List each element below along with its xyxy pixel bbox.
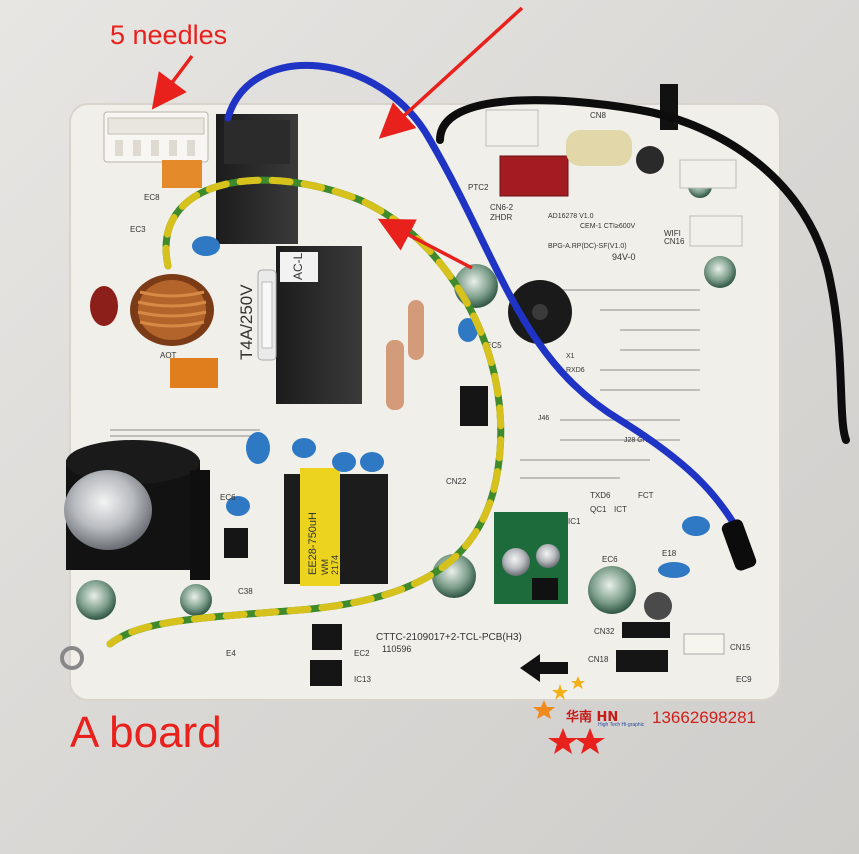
connector-label-zhdr: ZHDR <box>490 213 512 222</box>
label-ic1: IC1 <box>568 517 581 526</box>
connector-label-cn15: CN15 <box>730 643 751 652</box>
push-button <box>660 84 678 130</box>
ic1-module <box>494 512 568 604</box>
label-e15: EC9 <box>736 675 752 684</box>
rohs-line-1: AD16278 V1.0 <box>548 213 594 220</box>
connector-label-cn32: CN32 <box>594 627 615 636</box>
label-aot: FCT <box>638 491 654 500</box>
buzzer <box>508 280 572 344</box>
ring-terminal <box>60 646 84 670</box>
label-fct: ICT <box>614 505 627 514</box>
pcb-board <box>69 103 781 701</box>
blue-wire <box>224 61 748 544</box>
annotation-arrows <box>151 6 524 270</box>
capacitor <box>636 146 664 174</box>
wire-terminal <box>721 519 757 571</box>
label-j45: J46 <box>538 415 549 422</box>
label-c38: C38 <box>238 587 253 596</box>
label-ict: QC1 <box>590 505 607 514</box>
ac-l-relay: AC-L <box>276 246 362 404</box>
label-ec5: EC6 <box>220 493 236 502</box>
capacitor <box>588 566 636 614</box>
capacitor <box>644 592 672 620</box>
annotation-a-board: A board <box>70 708 222 757</box>
connector-label-cn6: CN6-2 <box>490 203 514 212</box>
white-connector <box>485 109 539 147</box>
watermark-brand: 华南 HN <box>566 710 619 725</box>
watermark-stars <box>533 676 605 754</box>
common-mode-inductor <box>90 274 214 346</box>
transformer: EE28-750uH WM 2174 <box>284 468 388 586</box>
label-l1: AOT <box>160 351 177 360</box>
relay-label: AC-L <box>291 252 305 280</box>
connector-label-ptc2: PTC2 <box>468 183 489 192</box>
label-x1: E18 <box>662 549 677 558</box>
ic-chip <box>310 660 342 686</box>
rohs-line-3: BPG-A.RP(DC)-SF(V1.0) <box>548 243 627 250</box>
label-rxd6: X1 <box>566 353 575 360</box>
fuse-rating: T4A/250V <box>237 284 256 360</box>
label-ec7: EC8 <box>144 193 160 202</box>
white-connector <box>679 159 737 189</box>
label-ic13: EC2 <box>354 649 370 658</box>
rohs-line-2: CEM-1 CTI≥600V <box>580 223 636 230</box>
label-ec4: EC5 <box>486 341 502 350</box>
connector-label-cn8: CN8 <box>590 111 607 120</box>
arrow-to-sensor <box>378 6 524 139</box>
capacitor <box>704 256 736 288</box>
connector-label-cn16: CN16 <box>664 237 685 246</box>
pcb-sub: 110596 <box>382 644 411 654</box>
watermark-phone: 13662698281 <box>652 708 757 727</box>
label-qc1: TXD6 <box>590 491 611 500</box>
transformer-label-2: WM <box>320 559 330 575</box>
arrow-to-connector <box>151 54 194 110</box>
ul-mark: 94V-0 <box>612 252 636 262</box>
orange-capacitor <box>162 160 202 188</box>
capacitor <box>180 584 212 616</box>
connector-label-cn22: CN22 <box>446 477 467 486</box>
green-yellow-wire <box>106 176 505 648</box>
connector-cn18 <box>616 650 668 672</box>
label-j28: J28 GND <box>624 437 653 444</box>
black-wire <box>436 96 850 444</box>
red-connector <box>499 155 569 197</box>
watermark-subtext: High Tech Hi-graphic <box>598 722 645 728</box>
capacitor <box>76 580 116 620</box>
label-ec2: EC3 <box>130 225 146 234</box>
blue-ceramic-capacitors <box>192 236 710 578</box>
connector-label-wifi: WIFI <box>664 229 681 238</box>
orange-capacitor <box>170 358 218 388</box>
transformer-label-3: 2174 <box>330 555 340 575</box>
arrow-to-ptc <box>377 218 473 270</box>
bulk-capacitor <box>64 440 210 580</box>
resistors <box>386 300 424 410</box>
label-ic12: IC13 <box>354 675 371 684</box>
watermark: 华南 HN High Tech Hi-graphic 13662698281 <box>540 672 800 752</box>
ic-chip <box>312 624 342 650</box>
beige-component <box>566 130 632 166</box>
connector-label-cn18: CN18 <box>588 655 609 664</box>
label-e4: EC6 <box>602 555 618 564</box>
silkscreen-text: CTTC-2109017+2-TCL-PCB(H3) 110596 AD1627… <box>130 111 752 684</box>
connector-cn15 <box>683 633 725 655</box>
pcb-code: CTTC-2109017+2-TCL-PCB(H3) <box>376 632 522 643</box>
connector-cn32 <box>622 622 670 638</box>
ic-chip <box>460 386 488 426</box>
ic-chip <box>224 528 248 558</box>
annotation-5-needles: 5 needles <box>110 20 228 50</box>
five-pin-connector <box>103 111 209 163</box>
label-txd6: RXD6 <box>566 367 585 374</box>
fuse <box>257 269 277 361</box>
label-e16: E4 <box>226 649 236 658</box>
transformer-label: EE28-750uH <box>307 512 319 575</box>
white-connector <box>689 215 743 247</box>
board-arrow-marking <box>520 654 568 682</box>
